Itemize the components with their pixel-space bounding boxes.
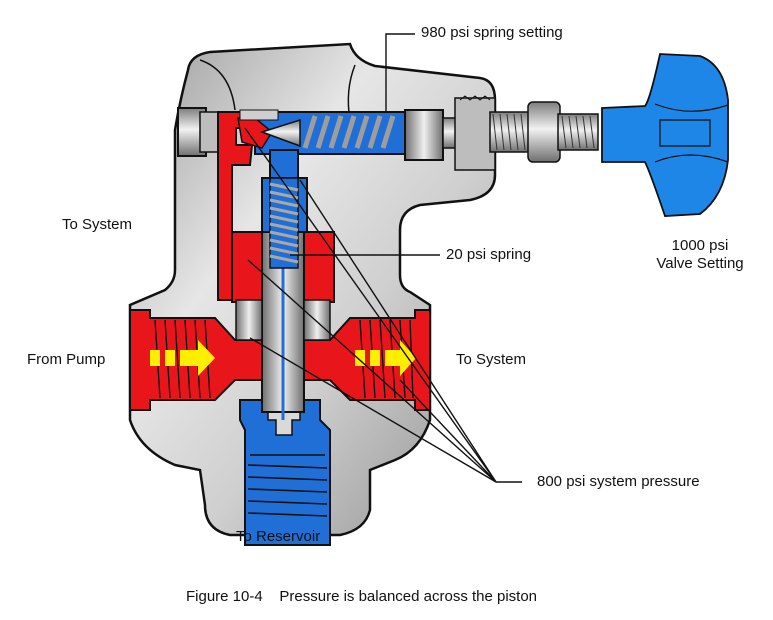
to-system-right-label: To System [456,351,527,368]
spring-setting-label: 980 psi spring setting [421,24,563,41]
to-reservoir-label: To Reservoir [236,528,321,545]
flow-arrow-out [355,340,416,376]
valve-setting-value: 1000 psi [671,237,729,254]
figure-title: Pressure is balanced across the piston [279,588,538,605]
adjusting-knob[interactable] [601,53,729,217]
system-pressure-label: 800 psi system pressure [537,473,700,490]
adjusting-stem [404,95,599,171]
end-plug [177,107,219,157]
small-spring-label: 20 psi spring [446,246,532,263]
leader-lines [244,33,522,483]
large-spring [302,115,396,149]
flow-arrow-in [150,340,215,376]
small-spring [269,177,299,269]
figure-caption: Figure 10-4 Pressure is balanced across … [186,588,537,605]
valve-setting-label: 1000 psi Valve Setting [640,237,760,273]
valve-setting-caption: Valve Setting [656,255,744,272]
from-pump-label: From Pump [27,351,106,368]
figure-number: Figure 10-4 [186,588,263,605]
poppet [239,109,301,148]
to-system-upper-label: To System [62,216,133,233]
